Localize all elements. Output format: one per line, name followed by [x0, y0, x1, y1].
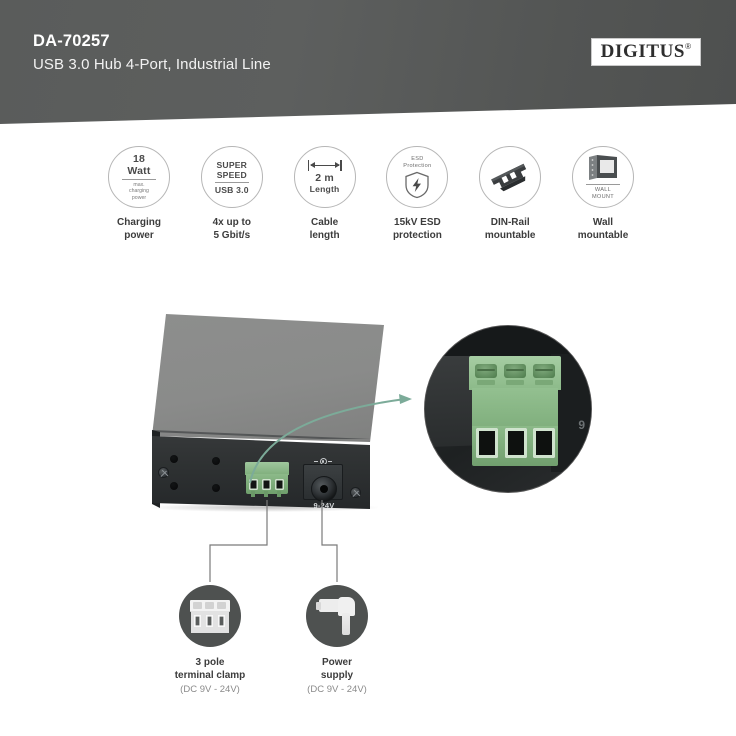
dc-jack-socket: [311, 476, 337, 502]
usb-version: USB 3.0: [214, 184, 249, 195]
feature-esd-protection: ESD Protection 15kV ESD protection: [379, 146, 455, 242]
watt-unit: Watt: [127, 164, 151, 177]
terminal-pin: [262, 479, 271, 490]
article-number: DA-70257: [33, 32, 110, 50]
divider: [122, 178, 156, 180]
terminal-pin: [249, 479, 258, 490]
vent-hole: [212, 484, 220, 492]
magnified-terminal-clamp: [469, 356, 561, 466]
logo-wordmark: DIGITUS: [600, 41, 686, 62]
feature-cable-length: 2 m Length Cable length: [287, 146, 363, 242]
shield-icon: [405, 171, 430, 198]
magnifier-circle: 9: [424, 325, 592, 493]
callout-power-supply: Power supply (DC 9V - 24V): [267, 585, 407, 696]
digitus-logo: DIGITUS ®: [590, 38, 701, 66]
magnified-upper-shadow: [425, 326, 591, 356]
watt-value: 18: [132, 152, 146, 165]
terminal-clamp-glyph: [190, 599, 230, 633]
callout-caption: 3 pole terminal clamp: [174, 657, 246, 681]
feature-caption: Cable length: [309, 217, 340, 241]
chassis-screw: [158, 467, 169, 478]
terminal-slot: [477, 380, 495, 385]
feature-caption: 4x up to 5 Gbit/s: [212, 217, 251, 241]
magnified-terminal-pin: [533, 428, 555, 458]
wall-mount-line-2: MOUNT: [591, 193, 614, 200]
magnified-label-fragment: 9: [578, 418, 585, 432]
chassis-screw: [350, 487, 361, 498]
feature-din-rail: DIN-Rail mountable: [472, 146, 548, 242]
device-shadow: [150, 503, 378, 512]
callout-leader-lines: [209, 500, 338, 582]
terminal-leg: [264, 491, 268, 497]
vent-hole: [212, 457, 220, 465]
device-top-face: [152, 314, 384, 442]
magnified-terminal-pin: [476, 428, 498, 458]
terminal-clamp-icon: [179, 585, 241, 647]
superspeed-line-2: SPEED: [216, 169, 247, 180]
watt-note-3: power: [131, 194, 147, 201]
double-arrow-icon: [307, 160, 342, 171]
callout-terminal-clamp: 3 pole terminal clamp (DC 9V - 24V): [140, 585, 280, 696]
power-plug-glyph: [316, 596, 358, 636]
product-photo: 9-24V 9: [0, 295, 736, 736]
feature-caption: Charging power: [117, 217, 161, 241]
watt-badge-icon: 18 Watt max. charging power: [108, 146, 170, 208]
magnified-terminal-top: [469, 356, 561, 390]
callout-voltage: (DC 9V - 24V): [307, 684, 367, 695]
power-supply-icon: [306, 585, 368, 647]
din-rail-icon: [479, 146, 542, 208]
terminal-slot: [506, 380, 524, 385]
magnified-terminal-pin: [505, 428, 527, 458]
terminal-slot: [535, 380, 553, 385]
superspeed-badge-icon: SUPER SPEED USB 3.0: [200, 146, 263, 208]
callout-voltage: (DC 9V - 24V): [180, 684, 240, 695]
wall-bracket-glyph: [588, 154, 617, 180]
device-terminal-block: [245, 462, 289, 497]
magnified-terminal-middle: [472, 388, 558, 430]
feature-caption: Wall mountable: [577, 217, 629, 241]
terminal-screw: [504, 364, 526, 378]
feature-icon-row: 18 Watt max. charging power Charging pow…: [101, 146, 641, 242]
registered-trademark-icon: ®: [685, 42, 691, 51]
watt-note-1: max.: [133, 181, 145, 188]
callout-caption: Power supply: [320, 657, 354, 681]
dc-power-jack: 9-24V: [303, 458, 343, 510]
zoom-pointer-arrow: [249, 394, 412, 484]
dc-jack-plate: [303, 464, 343, 502]
terminal-screw: [475, 364, 497, 378]
feature-caption: 15kV ESD protection: [392, 217, 442, 241]
divider: [214, 181, 249, 183]
length-arrow-icon: 2 m Length: [293, 146, 356, 208]
din-rail-glyph: [491, 163, 527, 192]
divider: [585, 183, 620, 185]
terminal-leg: [251, 491, 255, 497]
terminal-pin: [275, 479, 284, 490]
esd-line-1: ESD: [411, 155, 424, 162]
vent-hole: [170, 455, 178, 463]
shield-bolt-icon: ESD Protection: [386, 146, 449, 208]
feature-charging-power: 18 Watt max. charging power Charging pow…: [101, 146, 177, 242]
dc-voltage-label: 9-24V: [313, 501, 335, 510]
length-label: Length: [309, 184, 340, 194]
product-title: USB 3.0 Hub 4-Port, Industrial Line: [33, 56, 271, 73]
feature-wall-mount: WALL MOUNT Wall mountable: [565, 146, 641, 242]
feature-super-speed: SUPER SPEED USB 3.0 4x up to 5 Gbit/s: [194, 146, 270, 242]
length-value: 2 m: [315, 172, 334, 184]
feature-caption: DIN-Rail mountable: [484, 217, 536, 241]
wall-mount-icon: WALL MOUNT: [571, 146, 634, 208]
superspeed-line-1: SUPER: [216, 159, 248, 170]
terminal-leg: [277, 491, 281, 497]
vent-hole: [170, 482, 178, 490]
device-front-lip: [152, 430, 371, 439]
esd-line-2: Protection: [403, 162, 432, 169]
terminal-screw: [533, 364, 555, 378]
wall-mount-line-1: WALL: [594, 186, 612, 193]
watt-note-2: charging: [129, 188, 149, 195]
